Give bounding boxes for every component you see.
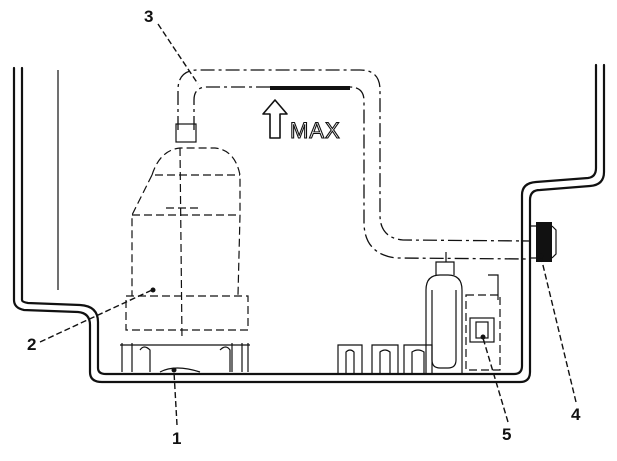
callout-2: 2: [27, 335, 36, 354]
callout-4: 4: [571, 405, 581, 424]
callout-5: 5: [502, 425, 511, 444]
callout-1: 1: [172, 429, 181, 448]
max-level-mark: MAX: [262, 99, 341, 144]
pump-body: [125, 147, 249, 341]
discharge-pipe: [175, 69, 531, 260]
callout-3: 3: [144, 7, 153, 26]
tank-wall: [12, 63, 606, 384]
callout-leaders: [39, 23, 577, 426]
outlet-connector: [530, 222, 557, 262]
pump-base: [120, 343, 250, 373]
float-switch: [425, 252, 501, 374]
max-label: MAX: [290, 118, 341, 143]
bottom-clips: [337, 344, 433, 374]
